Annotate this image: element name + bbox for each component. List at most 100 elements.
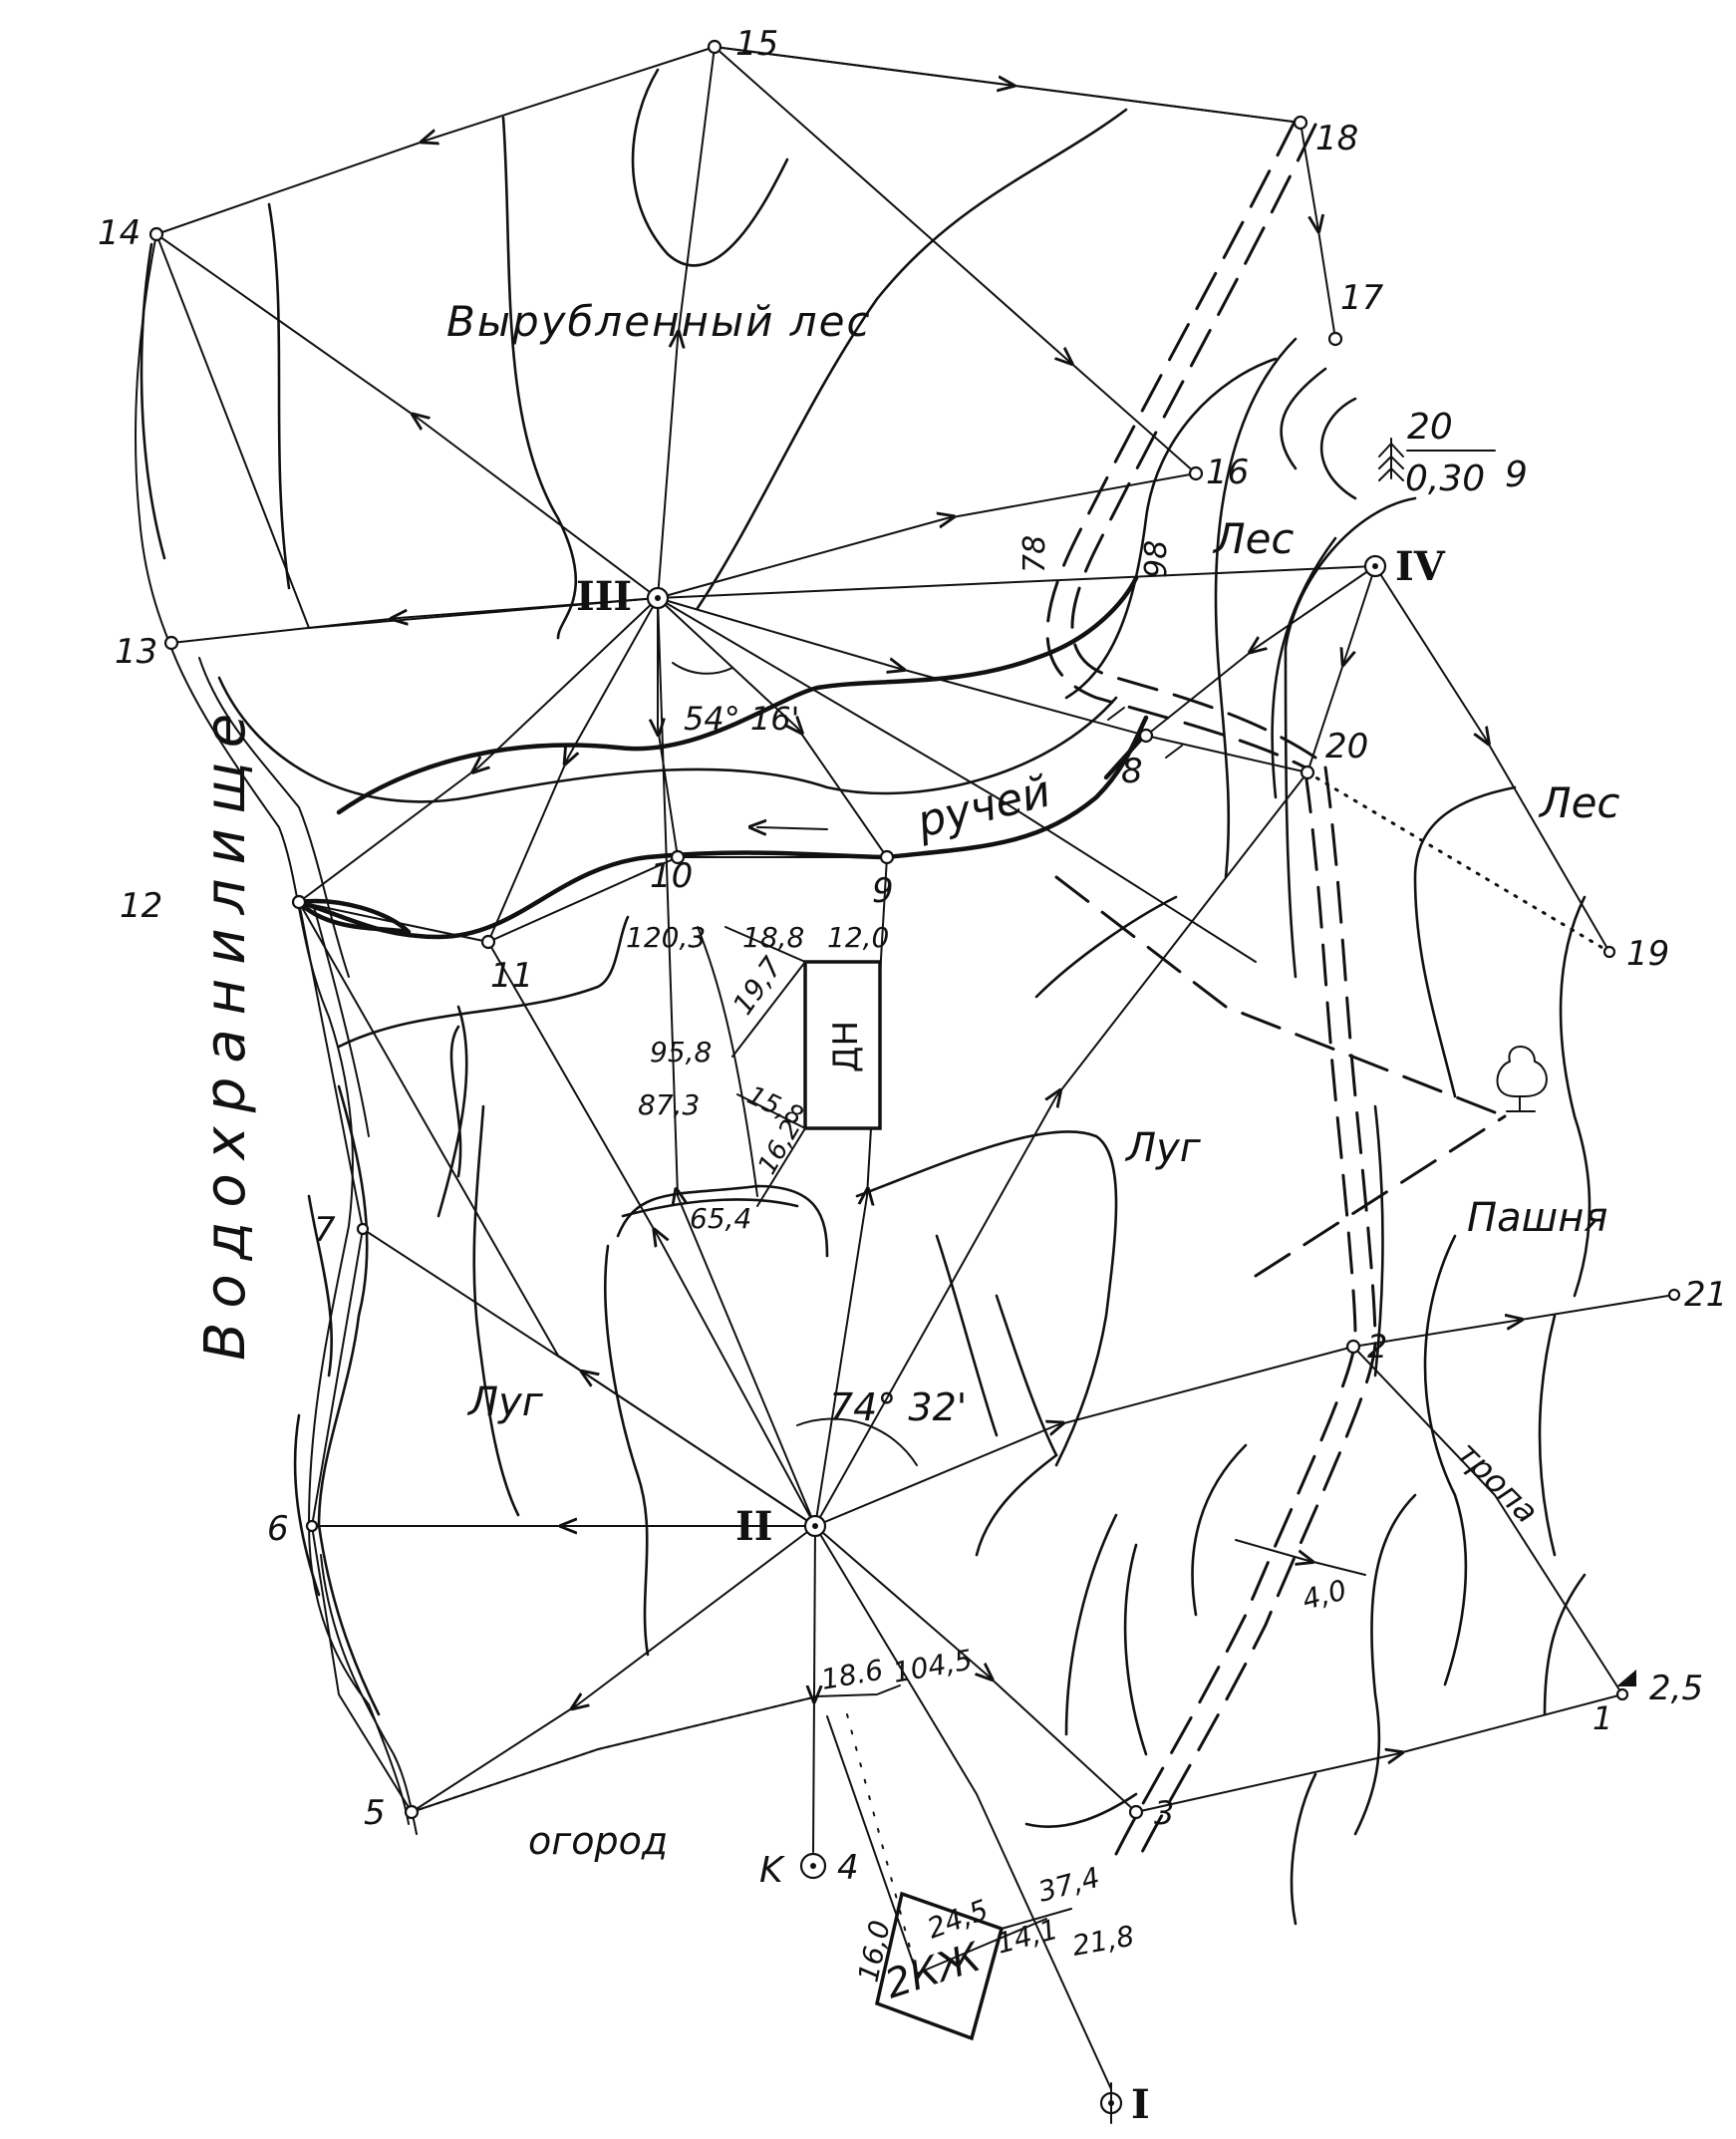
point-label: 16 bbox=[1206, 453, 1249, 492]
station-marker bbox=[803, 1514, 827, 1538]
point-marker bbox=[291, 894, 307, 910]
point-marker bbox=[1667, 1288, 1681, 1302]
measurement: 65,4 bbox=[690, 1202, 751, 1235]
point-label: 14 bbox=[98, 213, 141, 253]
reservoir-label: Водохранилище bbox=[193, 700, 258, 1361]
point-marker bbox=[163, 635, 179, 651]
meadow-label: Луг bbox=[1124, 1125, 1202, 1171]
forest-note-bottom: 0,30 bbox=[1405, 458, 1485, 499]
station-marker bbox=[1363, 554, 1387, 578]
point-label: 7 bbox=[314, 1210, 336, 1250]
point-label: 6 bbox=[267, 1509, 289, 1549]
point-marker bbox=[1138, 728, 1154, 744]
forest-label: Лес bbox=[1538, 778, 1620, 827]
kzh-building bbox=[814, 1684, 1072, 2041]
angle-arcs bbox=[672, 662, 918, 1466]
spot-height-marker bbox=[1616, 1670, 1636, 1686]
roads bbox=[1045, 118, 1377, 1866]
station-marker bbox=[1099, 2082, 1123, 2124]
survey-points bbox=[148, 39, 1681, 2124]
measurement: 87,3 bbox=[638, 1088, 700, 1121]
point-label: 11 bbox=[490, 956, 533, 996]
point-label: 15 bbox=[735, 24, 778, 64]
arable-label: Пашня bbox=[1467, 1195, 1607, 1241]
point-label: 10 bbox=[650, 856, 693, 896]
point-label: 3 bbox=[1154, 1794, 1174, 1832]
bridge-icon bbox=[1107, 707, 1183, 759]
area-labels: Водохранилище Вырубленный лес Лес Лес Лу… bbox=[193, 297, 1620, 1863]
station-labels: III II IV I K bbox=[576, 543, 1446, 2128]
measurement: 78 bbox=[1017, 535, 1052, 573]
cut-forest-label: Вырубленный лес bbox=[446, 297, 872, 346]
dn-building-label: ДН bbox=[826, 1021, 866, 1072]
point-marker bbox=[879, 849, 895, 865]
point-label: 20 bbox=[1325, 727, 1368, 766]
station-marker bbox=[799, 1852, 827, 1880]
forest-note-top: 20 bbox=[1407, 407, 1453, 448]
point-marker bbox=[1293, 115, 1308, 131]
measurement: 95,8 bbox=[650, 1036, 712, 1069]
spot-height-label: 2,5 bbox=[1649, 1669, 1703, 1708]
point-marker bbox=[1345, 1339, 1361, 1355]
point-marker bbox=[707, 39, 723, 55]
road-width-marker bbox=[1235, 1539, 1366, 1576]
station-label: K bbox=[759, 1850, 785, 1891]
measurement: 18.6 bbox=[818, 1654, 885, 1696]
measurement: 12,0 bbox=[827, 921, 889, 954]
point-label: 12 bbox=[120, 886, 162, 926]
point-marker bbox=[1327, 331, 1343, 347]
forest-label: Лес bbox=[1212, 514, 1295, 563]
meadow-label: Луг bbox=[466, 1379, 544, 1425]
point-labels: 1 2 3 4 5 6 7 8 9 10 11 12 13 14 15 16 1… bbox=[98, 24, 1727, 1888]
point-marker bbox=[305, 1519, 319, 1533]
tree-landmark-icon bbox=[1496, 1046, 1548, 1112]
point-marker bbox=[480, 934, 496, 950]
point-label: 2 bbox=[1367, 1328, 1387, 1366]
measurement: 18,8 bbox=[742, 921, 804, 954]
point-label: 21 bbox=[1684, 1275, 1727, 1315]
point-label: 4 bbox=[837, 1848, 859, 1888]
station-label: II bbox=[735, 1503, 772, 1550]
conifer-icon bbox=[1378, 438, 1404, 481]
stream bbox=[296, 575, 1149, 940]
point-marker bbox=[1615, 1687, 1629, 1701]
forest-note: 20 0,30 9 bbox=[1405, 407, 1528, 499]
measurement: 14,1 bbox=[993, 1913, 1061, 1961]
measurement: 19,7 bbox=[726, 951, 789, 1021]
measurement: 120,3 bbox=[626, 921, 706, 954]
path-label: тропа bbox=[1449, 1434, 1546, 1531]
measurement: 37,4 bbox=[1034, 1861, 1103, 1909]
station-label: III bbox=[576, 573, 632, 620]
dn-building bbox=[724, 926, 882, 1207]
point-marker bbox=[1128, 1804, 1144, 1820]
garden-label: огород bbox=[528, 1819, 668, 1863]
measurement: 104,5 bbox=[890, 1643, 975, 1688]
point-marker bbox=[1602, 945, 1616, 959]
station-marker bbox=[646, 586, 670, 610]
point-label: 8 bbox=[1121, 752, 1143, 791]
station-label: IV bbox=[1395, 543, 1446, 590]
measurements: 120,3 18,8 12,0 19,7 95,8 15,8 87,3 16,2… bbox=[626, 535, 1350, 1986]
point-label: 5 bbox=[364, 1793, 386, 1833]
point-marker bbox=[1188, 465, 1204, 481]
garden-fence bbox=[411, 1695, 918, 1975]
point-label: 19 bbox=[1626, 934, 1669, 974]
point-marker bbox=[404, 1804, 420, 1820]
point-label: 13 bbox=[115, 632, 157, 672]
angle-label-ii: 74° 32' bbox=[829, 1385, 967, 1429]
point-marker bbox=[148, 226, 164, 242]
point-label: 18 bbox=[1315, 119, 1358, 158]
measurement: 21,8 bbox=[1069, 1920, 1136, 1963]
station-label: I bbox=[1131, 2081, 1150, 2128]
point-label: 17 bbox=[1340, 278, 1384, 318]
measurement: 4,0 bbox=[1299, 1573, 1350, 1616]
point-label: 1 bbox=[1592, 1699, 1612, 1737]
forest-note-right: 9 bbox=[1505, 455, 1528, 495]
point-marker bbox=[1300, 764, 1315, 780]
point-marker bbox=[670, 849, 686, 865]
point-marker bbox=[356, 1222, 370, 1236]
point-label: 9 bbox=[872, 871, 894, 911]
angle-label-iii: 54° 16' bbox=[684, 700, 799, 738]
traverse-lines bbox=[155, 46, 1675, 2090]
